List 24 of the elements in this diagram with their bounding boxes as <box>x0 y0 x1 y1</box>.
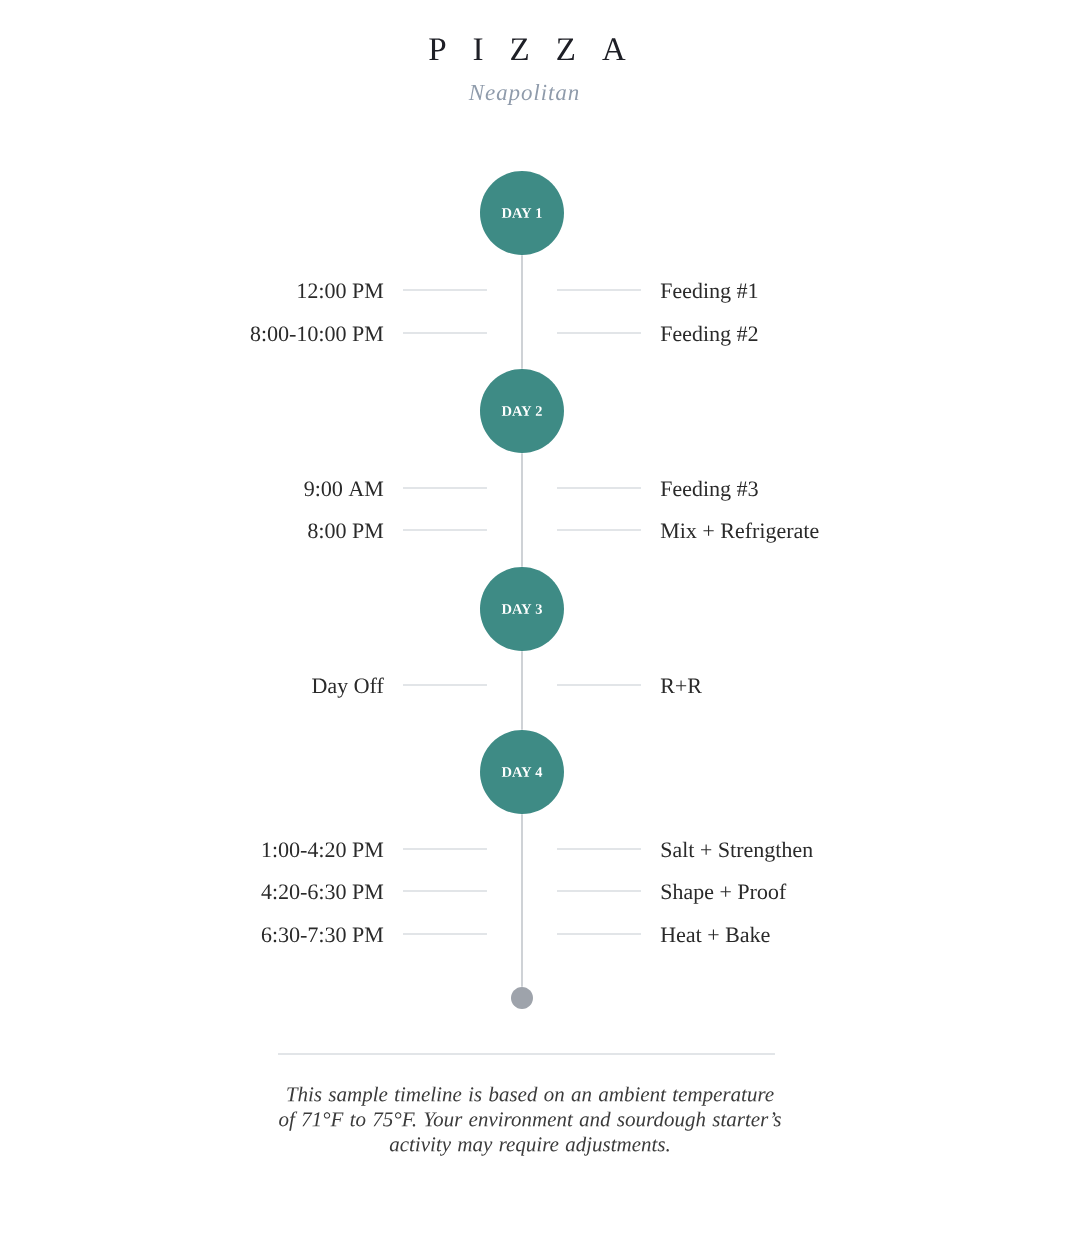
step-label: Heat + Bake <box>660 926 770 943</box>
time-label: 9:00 AM <box>304 481 384 497</box>
title: P I Z Z A <box>429 38 626 60</box>
step-label: Salt + Strengthen <box>661 841 813 862</box>
step-label: Shape + Proof <box>661 883 787 904</box>
timeline-line <box>521 452 523 568</box>
timeline-line <box>521 650 523 731</box>
caption-text: This sample timeline is based on an ambient temperature of 71°F to 75°F. Your environment and sourdough starter’s activity may require adjustments. <box>279 1086 781 1156</box>
step-label: R+R <box>660 678 702 693</box>
time-label: 8:00-10:00 PM <box>250 326 384 342</box>
time-label: 6:30-7:30 PM <box>261 927 384 943</box>
time-label: Day Off <box>312 677 384 698</box>
step-label: Mix + Refrigerate <box>660 522 819 543</box>
end-dot <box>511 987 533 1009</box>
step-label: Feeding #3 <box>660 480 758 501</box>
timeline-line <box>521 254 523 370</box>
step-label: Feeding #1 <box>660 282 758 303</box>
subtitle: Neapolitan <box>468 84 579 105</box>
step-label: Feeding #2 <box>660 325 758 346</box>
time-label: 8:00 PM <box>308 523 384 539</box>
timeline-line <box>521 813 523 988</box>
time-label: 4:20-6:30 PM <box>261 884 384 900</box>
time-label: 12:00 PM <box>298 283 384 299</box>
time-label: 1:00-4:20 PM <box>262 842 384 858</box>
